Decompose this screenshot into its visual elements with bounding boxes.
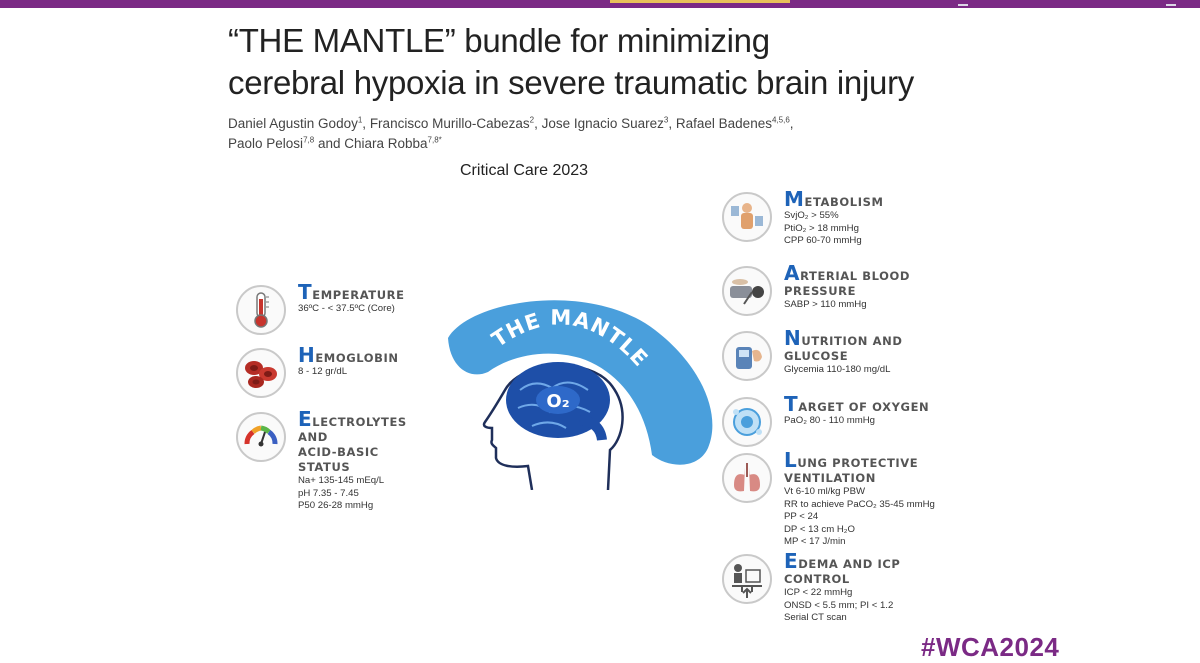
author: Francisco Murillo-Cabezas2, — [369, 115, 542, 131]
oxygen-bubble-icon — [722, 397, 772, 447]
item-subheading: CONTROL — [784, 572, 850, 586]
item-metabolism: METABOLISM SvjO₂ > 55% PtiO₂ > 18 mmHg C… — [722, 187, 884, 248]
item-subheading: GLUCOSE — [784, 349, 849, 363]
item-heading: ARTERIAL BLOOD — [784, 261, 911, 285]
item-detail: 36ºC - < 37.5ºC (Core) — [298, 303, 395, 314]
item-subheading: PRESSURE — [784, 284, 857, 298]
author-list: Daniel Agustin Godoy1, Francisco Murillo… — [228, 114, 928, 154]
item-temperature: TEMPERATURE 36ºC - < 37.5ºC (Core) — [236, 280, 405, 335]
item-nutrition-glucose: NUTRITION AND GLUCOSE Glycemia 110-180 m… — [722, 326, 903, 381]
item-heading: TEMPERATURE — [298, 280, 405, 304]
item-heading: LUNG PROTECTIVE — [784, 448, 919, 472]
item-heading: HEMOGLOBIN — [298, 343, 399, 367]
mantle-cloak-shape — [448, 300, 713, 465]
author: Chiara Robba7,8* — [344, 135, 442, 151]
top-banner-accent — [610, 0, 790, 3]
red-blood-cells-icon — [236, 348, 286, 398]
item-detail: RR to achieve PaCO₂ 35-45 mmHg — [784, 498, 935, 510]
item-detail: PtiO₂ > 18 mmHg — [784, 222, 859, 234]
item-detail: DP < 13 cm H₂O — [784, 523, 855, 535]
item-detail: ICP < 22 mmHg — [784, 587, 853, 598]
paper-title: “THE MANTLE” bundle for minimizing cereb… — [228, 20, 914, 104]
author: Paolo Pelosi7,8 and — [228, 135, 345, 151]
item-detail: pH 7.35 - 7.45 — [298, 487, 359, 499]
item-heading: EDEMA AND ICP — [784, 549, 901, 573]
item-electrolytes: ELECTROLYTES AND ACID-BASIC STATUS Na+ 1… — [236, 407, 407, 513]
item-subheading: AND ACID-BASIC STATUS — [298, 430, 379, 474]
item-detail: PaO₂ 80 - 110 mmHg — [784, 415, 875, 426]
item-lung-protective-ventilation: LUNG PROTECTIVE VENTILATION Vt 6-10 ml/k… — [722, 448, 935, 549]
item-hemoglobin: HEMOGLOBIN 8 - 12 gr/dL — [236, 343, 399, 398]
item-detail: P50 26-28 mmHg — [298, 500, 374, 511]
title-line-2: cerebral hypoxia in severe traumatic bra… — [228, 64, 914, 101]
item-detail: Vt 6-10 ml/kg PBW — [784, 486, 866, 497]
top-banner-mark — [958, 4, 968, 6]
item-detail: ONSD < 5.5 mm; PI < 1.2 — [784, 599, 894, 611]
item-heading: ELECTROLYTES — [298, 407, 407, 431]
lungs-icon — [722, 453, 772, 503]
item-detail: Glycemia 110-180 mg/dL — [784, 364, 891, 375]
blood-pressure-cuff-icon — [722, 266, 772, 316]
metabolism-monitor-icon — [722, 192, 772, 242]
patient-bed-icon — [722, 554, 772, 604]
item-detail: MP < 17 J/min — [784, 536, 846, 547]
o2-label: O₂ — [546, 391, 569, 412]
author: Daniel Agustin Godoy1, — [228, 115, 370, 131]
title-line-1: “THE MANTLE” bundle for minimizing — [228, 22, 770, 59]
item-detail: CPP 60-70 mmHg — [784, 235, 862, 246]
mantle-diagram: THE MANTLE O₂ — [448, 300, 713, 490]
item-edema-icp-control: EDEMA AND ICP CONTROL ICP < 22 mmHg ONSD… — [722, 549, 901, 625]
brain-icon — [506, 362, 610, 441]
item-detail: SvjO₂ > 55% — [784, 210, 839, 221]
item-detail: SABP > 110 mmHg — [784, 299, 867, 310]
ph-gauge-icon — [236, 412, 286, 462]
glucose-meter-icon — [722, 331, 772, 381]
item-target-oxygen: TARGET OF OXYGEN PaO₂ 80 - 110 mmHg — [722, 392, 930, 447]
item-detail: Serial CT scan — [784, 612, 847, 623]
top-banner-bar — [0, 0, 1200, 8]
item-heading: METABOLISM — [784, 187, 884, 211]
item-detail: 8 - 12 gr/dL — [298, 366, 348, 377]
item-arterial-blood-pressure: ARTERIAL BLOOD PRESSURE SABP > 110 mmHg — [722, 261, 911, 316]
author: Jose Ignacio Suarez3, — [541, 115, 676, 131]
item-heading: TARGET OF OXYGEN — [784, 392, 930, 416]
item-detail: Na+ 135-145 mEq/L — [298, 475, 385, 486]
author: Rafael Badenes4,5,6, — [675, 115, 794, 131]
item-heading: NUTRITION AND — [784, 326, 903, 350]
thermometer-icon — [236, 285, 286, 335]
item-detail: PP < 24 — [784, 511, 819, 522]
event-hashtag: #WCA2024 — [921, 632, 1060, 662]
journal-citation: Critical Care 2023 — [460, 162, 589, 179]
top-banner-mark — [1166, 4, 1176, 6]
item-subheading: VENTILATION — [784, 471, 876, 485]
